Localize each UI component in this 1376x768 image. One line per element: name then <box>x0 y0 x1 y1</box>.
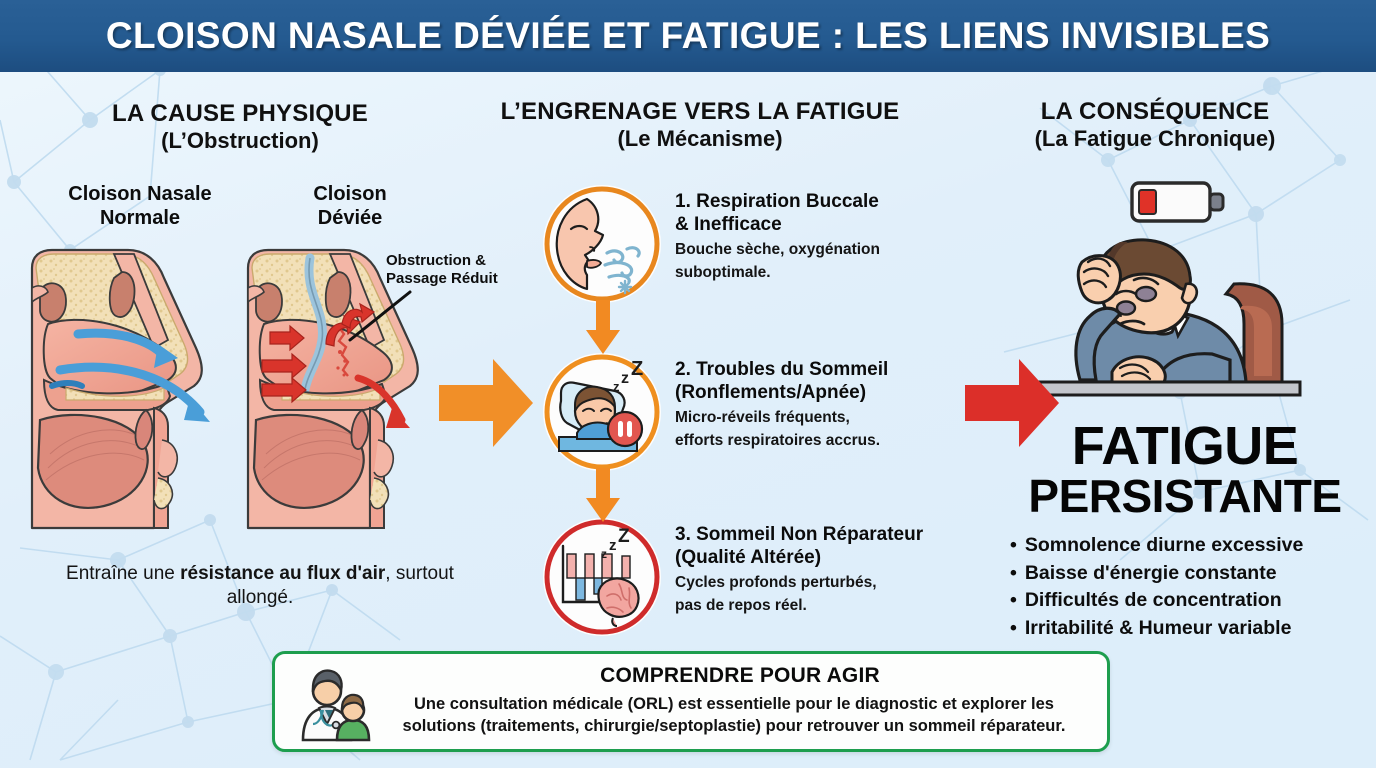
callout-leader-line <box>348 290 412 342</box>
cta-body-l1: Une consultation médicale (ORL) est esse… <box>413 695 1054 713</box>
obstruction-callout-l1: Obstruction & <box>386 252 486 269</box>
svg-text:z: z <box>621 370 629 387</box>
sleep-apnea-icon: z z Z <box>544 354 660 470</box>
header-bar: CLOISON NASALE DÉVIÉE ET FATIGUE : LES L… <box>0 0 1376 72</box>
svg-text:z: z <box>609 537 617 554</box>
step-1-desc-l2: suboptimale. <box>675 263 771 281</box>
orange-down-arrow-1 <box>586 300 620 354</box>
sleep-cycle-brain-icon: z z Z <box>544 519 660 635</box>
fatigue-symptom-list: Somnolence diurne excessive Baisse d'éne… <box>1010 532 1370 643</box>
step-3-desc-l2: pas de repos réel. <box>675 596 807 614</box>
svg-text:z: z <box>613 379 620 394</box>
column-title-left-sub: (L’Obstruction) <box>161 127 319 153</box>
left-column-caption: Entraîne une résistance au flux d'air, s… <box>55 562 465 611</box>
step-1-title-l1: 1. Respiration Buccale <box>675 191 879 212</box>
column-title-middle-main: L’ENGRENAGE VERS LA FATIGUE <box>500 98 900 125</box>
step-3-title-l1: 3. Sommeil Non Réparateur <box>675 524 924 545</box>
cta-title: COMPRENDRE POUR AGIR <box>600 664 880 687</box>
step-2-icon-circle: z z Z <box>543 353 661 471</box>
anatomy-label-deviated-l2: Déviée <box>317 207 383 229</box>
column-title-left: LA CAUSE PHYSIQUE (L’Obstruction) <box>10 100 470 154</box>
step-2-title-l2: (Ronflements/Apnée) <box>675 381 867 403</box>
step-1-title-l2: & Inefficace <box>675 213 782 235</box>
page-title: CLOISON NASALE DÉVIÉE ET FATIGUE : LES L… <box>105 15 1271 56</box>
red-right-arrow <box>965 359 1059 447</box>
orange-down-arrow-2 <box>586 468 620 522</box>
column-title-middle-sub: (Le Mécanisme) <box>617 125 783 151</box>
step-1-icon-circle <box>543 185 661 303</box>
step-2-title-l1: 2. Troubles du Sommeil <box>675 359 889 380</box>
column-title-left-main: LA CAUSE PHYSIQUE <box>112 100 368 127</box>
doctor-patient-icon <box>301 669 371 742</box>
step-2-desc-l1: Micro-réveils fréquents, <box>675 408 850 426</box>
list-item: Baisse d'énergie constante <box>1010 560 1370 588</box>
anatomy-normal <box>30 248 210 530</box>
step-3-title-l2: (Qualité Altérée) <box>675 546 822 568</box>
column-title-middle: L’ENGRENAGE VERS LA FATIGUE (Le Mécanism… <box>455 98 945 152</box>
step-2-text: 2. Troubles du Sommeil (Ronflements/Apné… <box>675 359 985 450</box>
step-3-desc-l1: Cycles profonds perturbés, <box>675 573 877 591</box>
nasal-anatomy-illustrations <box>30 248 419 530</box>
list-item: Somnolence diurne excessive <box>1010 532 1370 560</box>
anatomy-label-deviated: Cloison Déviée <box>255 182 445 230</box>
mouth-breathing-icon <box>544 186 660 303</box>
step-3-text: 3. Sommeil Non Réparateur (Qualité Altér… <box>675 524 985 615</box>
tired-person-icon <box>1038 238 1302 397</box>
anatomy-label-normal-l2: Normale <box>99 207 181 229</box>
column-title-right-sub: (La Fatigue Chronique) <box>1034 125 1276 151</box>
svg-text:z: z <box>601 547 607 561</box>
list-item: Difficultés de concentration <box>1010 587 1370 615</box>
list-item: Irritabilité & Humeur variable <box>1010 615 1370 643</box>
fatigue-headline-l2: PERSISTANTE <box>1028 469 1342 522</box>
svg-text:Z: Z <box>618 526 630 547</box>
low-battery-icon <box>1130 181 1225 223</box>
anatomy-label-normal: Cloison Nasale Normale <box>30 182 250 230</box>
caption-strong: résistance au flux d'air <box>180 563 386 584</box>
obstruction-callout: Obstruction & Passage Réduit <box>386 252 536 289</box>
step-1-text: 1. Respiration Buccale & Inefficace Bouc… <box>675 191 985 282</box>
svg-text:Z: Z <box>631 358 643 380</box>
anatomy-label-deviated-l1: Cloison <box>313 183 387 205</box>
obstruction-callout-l2: Passage Réduit <box>386 270 498 288</box>
column-title-right-main: LA CONSÉQUENCE <box>1040 98 1270 125</box>
call-to-action-box: COMPRENDRE POUR AGIR Une consultation mé… <box>272 651 1110 752</box>
step-2-desc-l2: efforts respiratoires accrus. <box>675 431 881 449</box>
step-3-icon-circle: z z Z <box>543 518 661 636</box>
anatomy-label-normal-l1: Cloison Nasale <box>68 183 212 205</box>
caption-before: Entraîne une <box>66 563 181 584</box>
orange-right-arrow <box>439 359 533 447</box>
cta-body: Une consultation médicale (ORL) est esse… <box>363 694 1105 738</box>
cta-body-l2: solutions (traitements, chirurgie/septop… <box>402 716 1066 735</box>
step-1-desc-l1: Bouche sèche, oxygénation <box>675 240 880 258</box>
column-title-right: LA CONSÉQUENCE (La Fatigue Chronique) <box>940 98 1370 152</box>
